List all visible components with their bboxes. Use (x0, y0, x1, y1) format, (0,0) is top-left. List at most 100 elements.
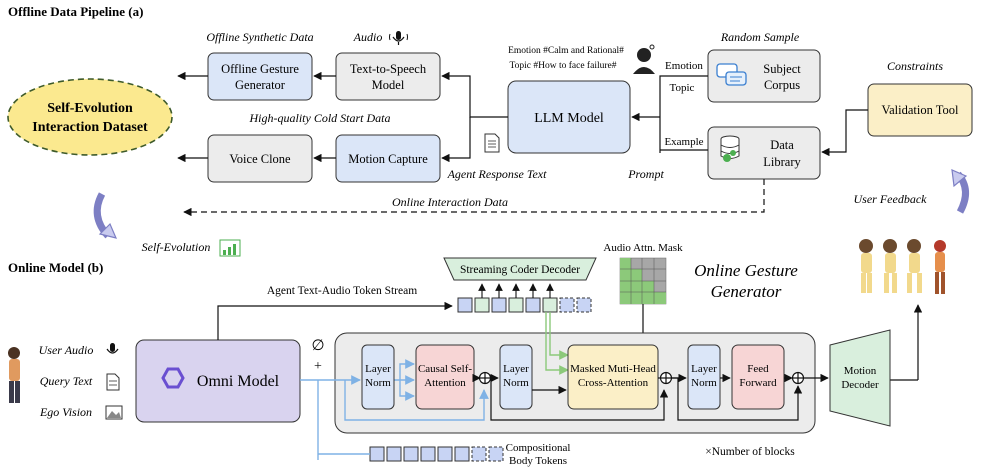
self-evolution-dataset: Self-Evolution Interaction Dataset (7, 78, 173, 156)
dashed-online-interaction (183, 179, 765, 217)
database-icon (720, 135, 740, 162)
svg-text:Norm: Norm (691, 377, 717, 389)
document-icon (484, 133, 500, 153)
tts-line1: Text-to-Speech (350, 62, 427, 76)
body-tokens-line2: Body Tokens (509, 455, 567, 467)
token-stream (457, 297, 592, 313)
voice-clone-box: Voice Clone (207, 134, 313, 183)
library-line2: Library (763, 155, 801, 169)
input-user-audio: User Audio (39, 343, 94, 357)
audio-attn-mask-grid (619, 257, 667, 305)
svg-text:Attention: Attention (424, 377, 466, 389)
dataset-label-1: Self-Evolution (47, 101, 133, 116)
image-icon (105, 405, 123, 420)
svg-text:Feed: Feed (747, 363, 769, 375)
tts-line2: Model (372, 78, 405, 92)
motion-capture-box: Motion Capture (335, 134, 441, 183)
thinking-person-icon (633, 44, 655, 74)
llm-label: LLM Model (534, 111, 604, 126)
svg-text:Layer: Layer (503, 363, 529, 375)
label-constraints: Constraints (887, 59, 943, 73)
streaming-decoder-label: Streaming Coder Decoder (460, 264, 580, 276)
layer-norm-2: Layer Norm (499, 344, 533, 410)
tts-model-box: Text-to-Speech Model (335, 52, 441, 101)
stream-up-arrows (478, 283, 554, 298)
layer-norm-1: Layer Norm (361, 344, 395, 410)
arrow-llm-split (441, 71, 508, 118)
svg-text:Norm: Norm (503, 377, 529, 389)
label-example: Example (664, 136, 703, 148)
streaming-decoder: Streaming Coder Decoder (443, 257, 597, 281)
avatars-group (859, 239, 946, 294)
motion-decoder: Motion Decoder (829, 329, 891, 427)
topic-tag: Topic #How to face failure# (510, 60, 617, 71)
emotion-tag: Emotion #Calm and Rational# (508, 46, 624, 56)
subject-corpus-box: Subject Corpus (707, 49, 821, 103)
svg-text:Layer: Layer (691, 363, 717, 375)
omni-logo-icon (161, 367, 185, 389)
validation-tool-box: Validation Tool (867, 83, 973, 137)
corpus-line2: Corpus (764, 78, 800, 92)
dataset-label-2: Interaction Dataset (32, 120, 148, 135)
stream-to-attention-green (549, 312, 569, 360)
omni-model-box: Omni Model (135, 339, 301, 423)
residual-add-1 (478, 371, 492, 385)
chat-bubbles-icon (716, 63, 747, 86)
layer-norm-3: Layer Norm (687, 344, 721, 410)
input-query-text: Query Text (40, 374, 93, 388)
omni-label: Omni Model (197, 373, 280, 390)
svg-text:Norm: Norm (365, 377, 391, 389)
label-stream: Agent Text-Audio Token Stream (267, 285, 417, 297)
label-audio: Audio (353, 30, 383, 44)
online-gesture-title-1: Online Gesture (694, 261, 798, 280)
mic-icon (389, 31, 408, 45)
label-prompt: Prompt (627, 167, 664, 181)
residual-lines-blue (300, 359, 489, 460)
plus-symbol: + (314, 359, 322, 374)
label-user-feedback: User Feedback (854, 192, 928, 206)
concat-symbol: ∅ (311, 338, 324, 354)
body-tokens-line1: Compositional (506, 442, 571, 454)
online-section-title: Online Model (b) (8, 260, 103, 275)
offline-section-title: Offline Data Pipeline (a) (8, 4, 143, 19)
offline-gesture-generator-box: Offline Gesture Generator (207, 52, 313, 101)
label-agent-response: Agent Response Text (447, 167, 548, 181)
arrow-validation-to-library (821, 109, 868, 157)
label-hq-cold-start: High-quality Cold Start Data (249, 111, 391, 125)
gesture-gen-line2: Generator (235, 78, 286, 92)
svg-text:Causal Self-: Causal Self- (418, 363, 472, 375)
svg-text:Masked Muti-Head: Masked Muti-Head (570, 363, 656, 375)
arrow-omni-to-stream (217, 301, 453, 340)
voice-clone-label: Voice Clone (229, 152, 291, 166)
label-online-interaction: Online Interaction Data (392, 195, 508, 209)
online-gesture-title-2: Generator (711, 282, 782, 301)
svg-text:Motion: Motion (844, 365, 877, 377)
mic-icon-2 (106, 343, 119, 354)
validation-label: Validation Tool (881, 103, 959, 117)
feed-forward: Feed Forward (731, 344, 785, 410)
corpus-line1: Subject (763, 62, 801, 76)
motion-capture-label: Motion Capture (348, 152, 428, 166)
svg-text:Cross-Attention: Cross-Attention (578, 377, 649, 389)
causal-self-attention: Causal Self- Attention (415, 344, 475, 410)
gesture-gen-line1: Offline Gesture (221, 62, 299, 76)
svg-text:Layer: Layer (365, 363, 391, 375)
label-offline-synthetic: Offline Synthetic Data (206, 30, 313, 44)
num-blocks-label: ×Number of blocks (705, 446, 795, 458)
text-doc-icon (106, 373, 120, 391)
bracket-prompt (659, 75, 708, 153)
arrow-llm-to-mocap (441, 117, 471, 163)
svg-text:Forward: Forward (739, 377, 777, 389)
input-ego-vision: Ego Vision (39, 405, 92, 419)
svg-text:Decoder: Decoder (841, 379, 879, 391)
label-emotion: Emotion (665, 60, 703, 72)
growth-chart-icon (219, 239, 241, 257)
residual-add-3 (791, 371, 805, 385)
user-avatar (8, 347, 20, 403)
body-tokens (369, 446, 504, 462)
library-line1: Data (770, 138, 794, 152)
label-audio-mask: Audio Attn. Mask (603, 242, 683, 254)
label-topic: Topic (670, 82, 695, 94)
llm-model-box: LLM Model (507, 80, 631, 154)
residual-add-2 (659, 371, 673, 385)
